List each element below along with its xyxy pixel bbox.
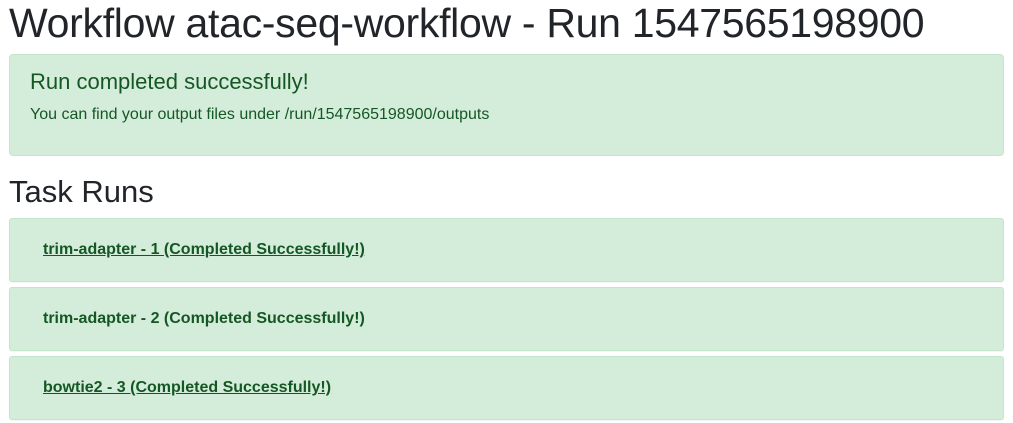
success-alert: Run completed successfully! You can find… bbox=[9, 54, 1004, 156]
alert-message: You can find your output files under /ru… bbox=[30, 106, 490, 123]
task-run-label-trim-adapter-2: trim-adapter - 2 (Completed Successfully… bbox=[43, 310, 365, 327]
task-runs-title: Task Runs bbox=[9, 174, 154, 209]
task-run-item: bowtie2 - 3 (Completed Successfully!) bbox=[9, 356, 1004, 420]
task-runs-list: trim-adapter - 1 (Completed Successfully… bbox=[9, 218, 1004, 420]
page-title: Workflow atac-seq-workflow - Run 1547565… bbox=[9, 0, 925, 46]
task-run-link-bowtie2-3[interactable]: bowtie2 - 3 (Completed Successfully!) bbox=[43, 379, 332, 396]
alert-heading: Run completed successfully! bbox=[30, 69, 309, 94]
task-run-link-trim-adapter-1[interactable]: trim-adapter - 1 (Completed Successfully… bbox=[43, 241, 365, 258]
task-run-item: trim-adapter - 2 (Completed Successfully… bbox=[9, 287, 1004, 351]
task-run-item: trim-adapter - 1 (Completed Successfully… bbox=[9, 218, 1004, 282]
